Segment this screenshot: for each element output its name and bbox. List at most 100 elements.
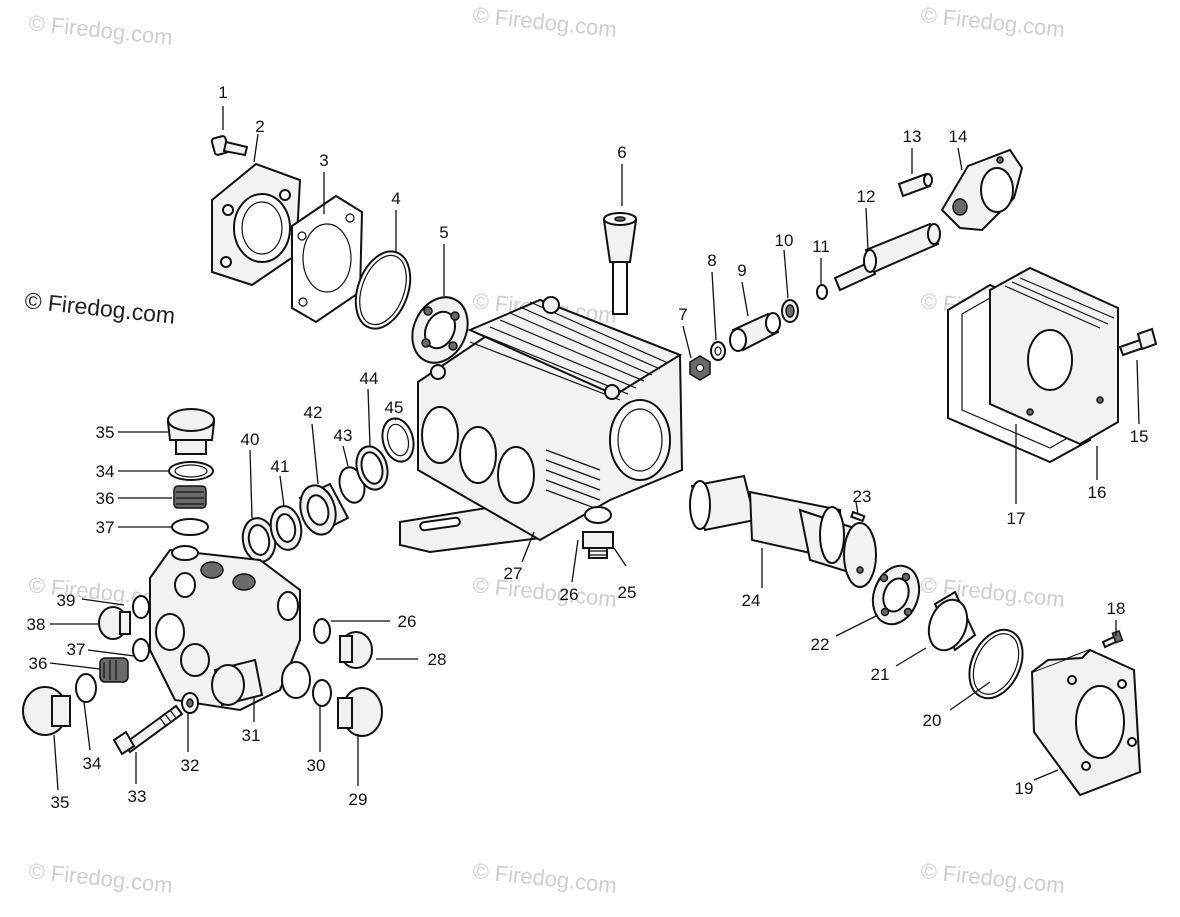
part-number-labels: 1 2 3 4 5 6 7 8 9 10 11 12 13 14 15 16 1… xyxy=(27,83,1149,812)
part-5-bearing xyxy=(411,296,469,364)
part-label: 11 xyxy=(812,237,830,256)
part-26-washer xyxy=(584,506,612,524)
part-label: 31 xyxy=(242,726,261,745)
part-7-nut xyxy=(689,355,711,381)
part-label: 2 xyxy=(255,117,264,136)
part-1-bolt xyxy=(210,135,249,157)
part-18-screw xyxy=(1101,629,1124,649)
part-2-flange xyxy=(211,162,302,287)
part-label: 22 xyxy=(811,635,830,654)
part-3-gasket xyxy=(291,194,364,324)
part-label: 14 xyxy=(949,127,968,146)
part-label: 23 xyxy=(853,487,872,506)
part-label: 8 xyxy=(707,251,716,270)
part-label: 33 xyxy=(128,787,147,806)
part-31-manifold xyxy=(149,545,311,712)
part-label: 40 xyxy=(241,430,260,449)
part-label: 26 xyxy=(560,585,579,604)
part-label: 26 xyxy=(398,612,417,631)
part-6-dipstick xyxy=(602,212,638,315)
part-15-screw xyxy=(1118,327,1158,357)
part-25-drain-plug xyxy=(582,531,614,559)
part-21-bearing-cup xyxy=(927,590,977,652)
part-label: 27 xyxy=(504,564,523,583)
watermark-text: © Firedog.com xyxy=(471,858,617,898)
part-label: 44 xyxy=(360,369,379,388)
part-33-bolt xyxy=(112,704,184,756)
part-label: 29 xyxy=(349,790,368,809)
part-label: 39 xyxy=(57,591,76,610)
part-label: 20 xyxy=(923,711,942,730)
part-45-ring xyxy=(381,417,415,463)
part-37-o-ring xyxy=(171,518,209,536)
watermark-text-dark: © Firedog.com xyxy=(23,287,176,329)
part-29-plug xyxy=(337,687,383,737)
part-9-sleeve xyxy=(729,312,781,352)
part-label: 36 xyxy=(96,489,115,508)
part-label: 37 xyxy=(96,518,115,537)
part-14-connecting-rod xyxy=(940,148,1024,232)
part-label: 24 xyxy=(742,591,761,610)
watermark-text: © Firedog.com xyxy=(919,2,1065,42)
part-36-valve xyxy=(173,485,207,509)
part-28-plug xyxy=(339,631,373,669)
part-label: 17 xyxy=(1007,509,1026,528)
part-34-o-ring-lower xyxy=(75,673,97,703)
part-39-o-ring xyxy=(132,595,150,619)
part-label: 4 xyxy=(391,189,400,208)
part-label: 37 xyxy=(67,640,86,659)
part-24-crankshaft xyxy=(689,474,877,588)
part-label: 18 xyxy=(1107,599,1126,618)
part-37-o-ring-lower xyxy=(132,638,150,662)
part-label: 36 xyxy=(29,654,48,673)
part-label: 38 xyxy=(27,615,46,634)
part-label: 25 xyxy=(618,583,637,602)
part-30-o-ring xyxy=(312,679,332,707)
watermark-text: © Firedog.com xyxy=(471,572,617,612)
part-label: 3 xyxy=(319,151,328,170)
part-38-plug xyxy=(98,606,131,640)
part-label: 30 xyxy=(307,756,326,775)
part-label: 12 xyxy=(857,187,876,206)
part-26-o-ring-right xyxy=(313,618,331,644)
part-label: 28 xyxy=(428,650,447,669)
part-label: 10 xyxy=(775,231,794,250)
part-35-plug-lower xyxy=(22,686,71,736)
part-label: 43 xyxy=(334,426,353,445)
part-label: 1 xyxy=(218,83,227,102)
part-27-crankcase xyxy=(399,296,684,554)
part-label: 15 xyxy=(1130,427,1149,446)
part-label: 34 xyxy=(83,754,102,773)
part-label: 5 xyxy=(439,223,448,242)
leader-lines xyxy=(49,106,1140,791)
part-label: 41 xyxy=(271,457,290,476)
part-19-flange-adapter xyxy=(1030,648,1142,797)
watermark-text: © Firedog.com xyxy=(919,858,1065,898)
part-label: 9 xyxy=(737,261,746,280)
part-label: 32 xyxy=(181,756,200,775)
part-23-key xyxy=(850,510,866,523)
part-8-washer xyxy=(710,341,726,361)
part-label: 6 xyxy=(617,143,626,162)
part-11-ring xyxy=(816,284,828,300)
part-16-rear-cover xyxy=(989,266,1119,446)
part-35-plug xyxy=(166,408,216,455)
watermark-text: © Firedog.com xyxy=(27,10,173,50)
part-label: 35 xyxy=(96,423,115,442)
part-label: 45 xyxy=(385,398,404,417)
part-label: 21 xyxy=(871,665,890,684)
part-12-plunger-shaft xyxy=(833,222,941,292)
part-label: 34 xyxy=(96,462,115,481)
parts-layer xyxy=(22,135,1158,797)
part-label: 42 xyxy=(304,403,323,422)
watermark-text: © Firedog.com xyxy=(471,2,617,42)
part-label: 19 xyxy=(1015,779,1034,798)
watermark-text: © Firedog.com xyxy=(27,858,173,898)
part-42-seal-retainer xyxy=(298,482,350,536)
part-36-valve-lower xyxy=(99,657,129,683)
part-13-pin xyxy=(897,172,933,198)
part-label: 7 xyxy=(678,305,687,324)
part-22-bearing xyxy=(871,564,921,626)
part-label: 16 xyxy=(1088,483,1107,502)
